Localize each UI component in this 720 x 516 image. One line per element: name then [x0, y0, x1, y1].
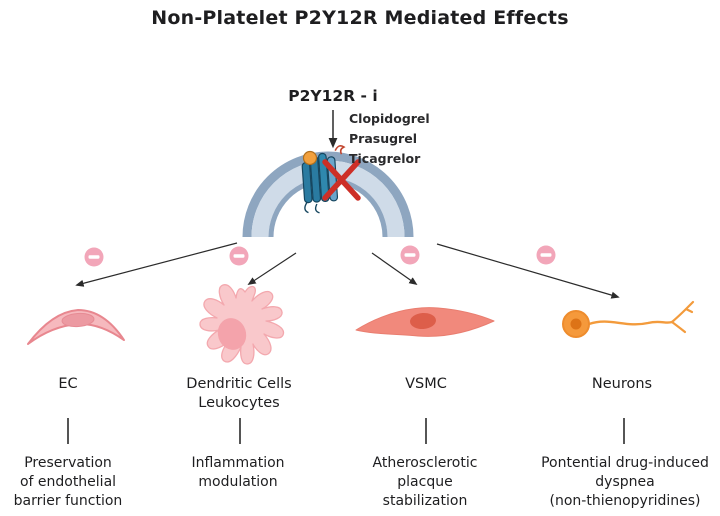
- minus-inhibition-icons: [84, 245, 556, 267]
- neuron-icon: [562, 300, 695, 338]
- effect-text-neurons: Pontential drug-induced dyspnea (non-thi…: [525, 454, 720, 511]
- drug-name: Clopidogrel: [349, 111, 430, 126]
- effect-text-dendritic: Inflammation modulation: [162, 454, 314, 492]
- minus-inhibition-icon: [229, 246, 249, 266]
- p2y12-receptor-icon: [301, 144, 361, 214]
- cell-label-vsmc: VSMC: [376, 375, 476, 394]
- arrow-to-neuron: [436, 243, 620, 299]
- effect-line: of endothelial: [19, 474, 117, 490]
- cell-label-line: EC: [58, 376, 78, 392]
- cell-label-line: VSMC: [405, 376, 447, 392]
- smooth-muscle-cell-icon: [355, 307, 495, 337]
- arrow-to-ec: [75, 242, 238, 287]
- dendritic-cell-icon: [199, 284, 285, 365]
- effect-line: dyspnea: [595, 474, 655, 490]
- cell-label-line: Dendritic Cells: [186, 376, 292, 392]
- minus-inhibition-icon: [536, 245, 556, 265]
- endothelial-cell-icon: [27, 309, 125, 345]
- branch-arrows: [75, 242, 620, 299]
- effect-line: Inflammation: [191, 455, 285, 471]
- cell-label-line: Neurons: [591, 376, 653, 392]
- effect-line: Pontential drug-induced: [541, 455, 709, 471]
- effect-text-ec: Preservation of endothelial barrier func…: [0, 454, 143, 511]
- arrow-to-dendritic: [247, 252, 297, 285]
- effect-line: barrier function: [13, 493, 123, 509]
- effect-line: modulation: [198, 474, 278, 490]
- cell-label-neurons: Neurons: [572, 375, 672, 394]
- arrow-to-vsmc: [371, 252, 418, 286]
- red-x-blocked-icon: [322, 159, 361, 201]
- ligand-dot-icon: [302, 150, 318, 166]
- cell-label-dendritic-leukocytes: Dendritic Cells Leukocytes: [163, 375, 315, 413]
- figure-title: Non-Platelet P2Y12R Mediated Effects: [151, 7, 569, 29]
- effect-text-vsmc: Atherosclerotic placque stabilization: [350, 454, 500, 511]
- inhibitor-drug-list: Clopidogrel Prasugrel Ticagrelor: [349, 109, 430, 169]
- drug-name: Ticagrelor: [349, 151, 421, 166]
- effect-line: stabilization: [382, 493, 468, 509]
- minus-inhibition-icon: [400, 245, 420, 265]
- connector-ticks: [67, 418, 625, 444]
- effect-line: Atherosclerotic: [372, 455, 478, 471]
- minus-inhibition-icon: [84, 247, 104, 267]
- cell-label-line: Leukocytes: [198, 395, 280, 411]
- cell-label-ec: EC: [18, 375, 118, 394]
- drug-name: Prasugrel: [349, 131, 417, 146]
- effect-line: placque: [397, 474, 453, 490]
- effect-line: Preservation: [24, 455, 112, 471]
- effect-line: (non-thienopyridines): [549, 493, 701, 509]
- inhibitor-label: P2Y12R - i: [288, 87, 378, 105]
